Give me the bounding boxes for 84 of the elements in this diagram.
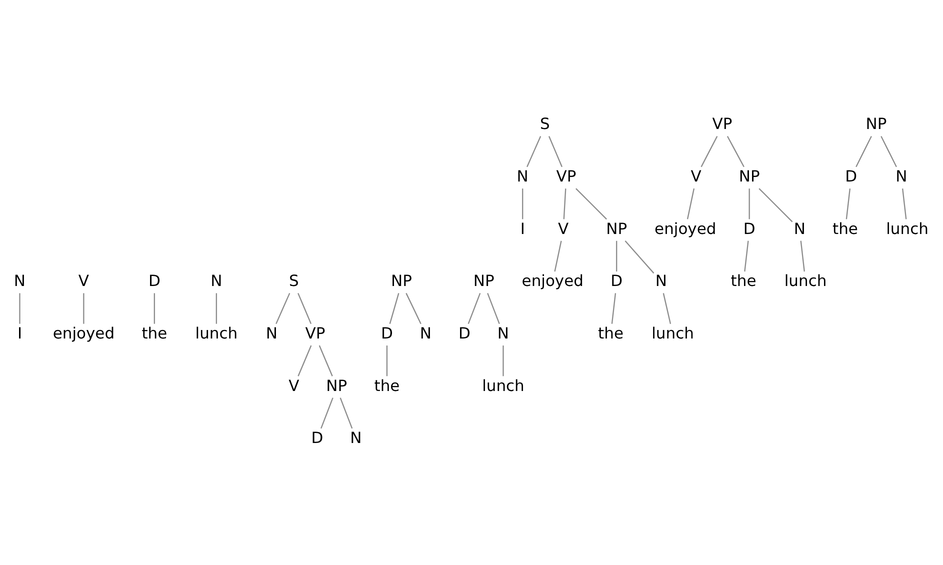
connector: [686, 188, 695, 220]
connector: [83, 293, 84, 324]
node-text: NP: [473, 272, 494, 290]
node-text: V: [558, 220, 569, 238]
node-text: D: [845, 168, 858, 186]
node-text: NP: [606, 220, 628, 238]
connector: [880, 136, 897, 168]
connector: [748, 188, 750, 220]
node-text: N: [350, 429, 362, 448]
node-text: N: [516, 168, 528, 186]
connector: [406, 292, 422, 324]
connector: [662, 293, 672, 324]
connector: [563, 188, 566, 220]
connector: [726, 136, 744, 168]
connector: [320, 398, 334, 429]
node-text: the: [598, 324, 624, 343]
node-text: V: [288, 376, 300, 395]
connector: [468, 292, 481, 324]
node-text: the: [142, 324, 168, 343]
node-text: N: [794, 220, 806, 238]
node-text: the: [374, 376, 400, 395]
connector: [554, 240, 562, 272]
connector: [386, 346, 388, 376]
node-text: N: [655, 272, 667, 290]
node-text: D: [148, 272, 160, 290]
node-text: enjoyed: [654, 220, 716, 238]
connector: [487, 292, 500, 324]
node-text: S: [289, 272, 299, 290]
connector: [576, 188, 607, 220]
node-text: D: [610, 272, 623, 290]
connector: [522, 188, 524, 220]
node-text: VP: [712, 115, 732, 134]
node-text: NP: [738, 168, 760, 186]
node-text: D: [743, 220, 756, 238]
connector: [758, 188, 793, 222]
connector: [856, 136, 872, 168]
connector: [389, 293, 400, 324]
node-text: lunch: [482, 376, 524, 395]
connector: [616, 240, 618, 272]
node-text: S: [540, 115, 550, 134]
node-text: NP: [866, 115, 887, 134]
connector: [902, 188, 907, 220]
connector: [526, 136, 542, 168]
connector: [298, 292, 312, 324]
node-text: lunch: [652, 324, 694, 343]
node-text: lunch: [195, 324, 238, 343]
node-text: VP: [305, 324, 326, 343]
node-text: N: [210, 272, 222, 290]
node-text: enjoyed: [52, 324, 115, 343]
connector: [340, 398, 353, 429]
connector: [700, 136, 718, 168]
node-text: D: [458, 324, 470, 343]
connector: [624, 240, 654, 274]
connector: [298, 345, 312, 376]
node-text: N: [896, 168, 908, 186]
node-text: D: [380, 324, 393, 343]
node-text: the: [730, 272, 756, 290]
node-text: I: [17, 324, 22, 343]
connector: [611, 293, 616, 324]
node-text: the: [832, 220, 858, 238]
connector: [19, 293, 20, 324]
connector: [276, 292, 290, 324]
node-text: V: [78, 272, 89, 290]
connector: [800, 240, 805, 272]
node-text: N: [420, 324, 432, 343]
node-text: N: [266, 324, 278, 343]
node-text: N: [497, 324, 510, 343]
node-text: VP: [556, 168, 576, 186]
node-text: N: [14, 272, 26, 290]
node-text: NP: [391, 272, 412, 290]
connector: [846, 188, 851, 220]
connector: [154, 293, 155, 324]
node-text: lunch: [784, 272, 827, 290]
node-text: enjoyed: [522, 272, 584, 290]
connector: [216, 293, 218, 324]
connector: [548, 136, 562, 168]
node-text: V: [690, 168, 702, 186]
connector: [502, 346, 504, 376]
node-text: NP: [326, 376, 348, 395]
connector: [744, 240, 749, 272]
node-text: I: [520, 220, 525, 238]
connector: [318, 345, 333, 376]
node-text: D: [311, 429, 324, 448]
node-text: lunch: [886, 220, 928, 238]
